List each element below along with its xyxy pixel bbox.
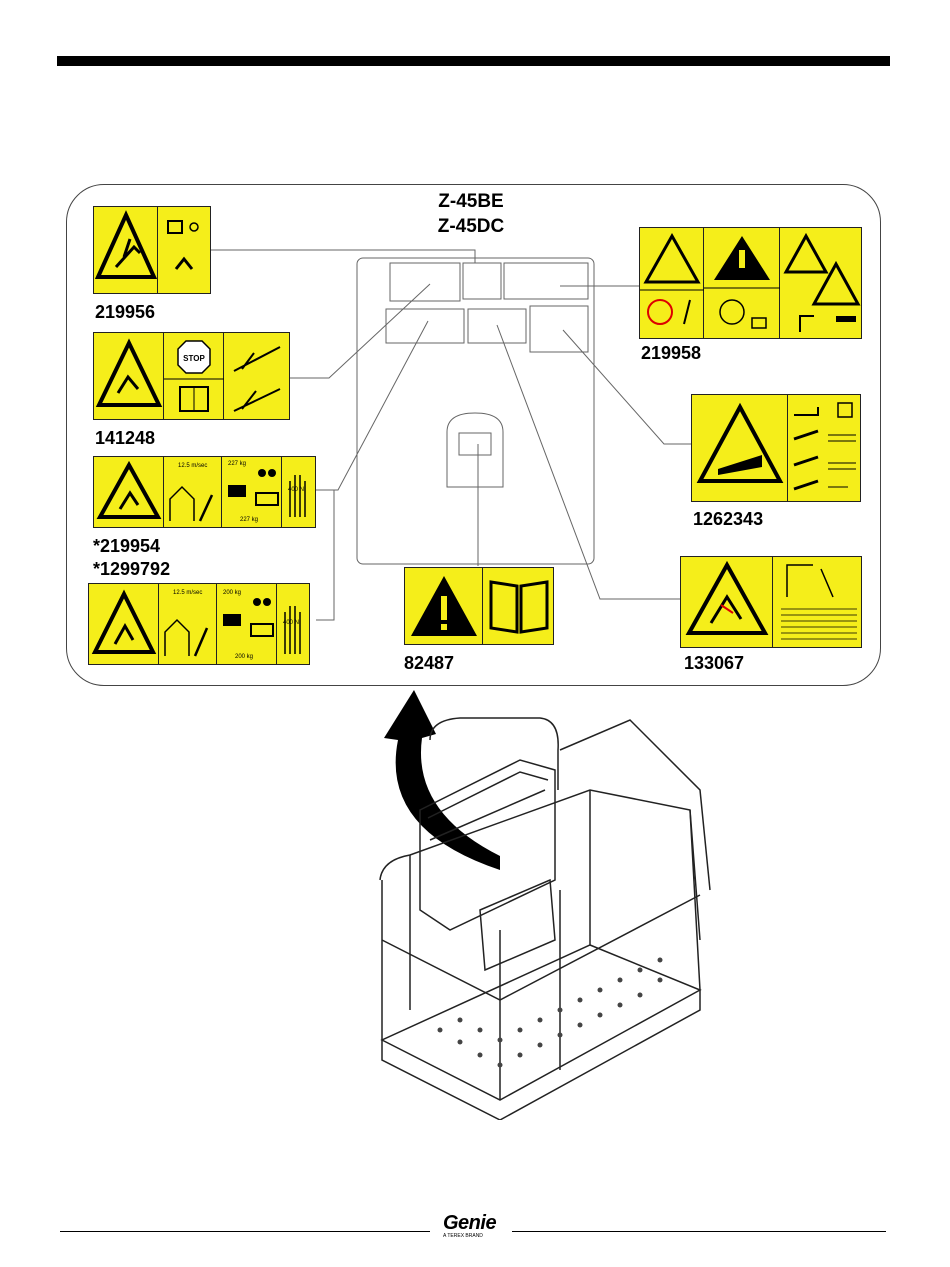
part-number-1262343: 1262343 [693,509,763,530]
wind-speed-label: 12.5 m/sec [178,463,207,469]
part-number-219956: 219956 [95,302,155,323]
warning-triangle-icon [405,568,483,644]
manual-icon [483,568,555,644]
manual-light-icon [158,207,212,293]
load-label-top: 227 kg [228,461,246,467]
decal-82487 [404,567,554,645]
stop-sign-icon: STOP [164,333,224,419]
stop-label: STOP [183,354,205,363]
alert-icon [704,228,780,338]
load-label-top: 200 kg [223,590,241,596]
house-lift-icon [159,584,217,664]
force-label: 400 N [288,487,304,493]
part-number-141248: 141248 [95,428,155,449]
warning-triangle-icon [94,457,164,527]
part-number-219954: *219954 [93,536,160,557]
decal-1262343 [691,394,861,502]
clearance-chart-icon [773,557,863,647]
part-number-219958: 219958 [641,343,701,364]
warning-triangle-icon [692,395,788,501]
decal-219956 [93,206,211,294]
crush-hazard-icon [780,228,861,338]
ramp-procedure-icon [788,395,862,501]
part-number-82487: 82487 [404,653,454,674]
brand-tagline: A TEREX BRAND [443,1233,483,1239]
warning-triangle-icon [89,584,159,664]
part-number-1299792: *1299792 [93,559,170,580]
decal-1299792: 12.5 m/sec 200 kg 200 kg 400 N [88,583,310,665]
decal-133067 [680,556,862,648]
warning-triangle-icon [640,228,704,338]
decal-141248: STOP [93,332,290,420]
platform-illustration [370,680,730,1120]
slope-tip-icon [224,333,289,419]
warning-triangle-icon [681,557,773,647]
footer-rule-right [512,1231,886,1232]
force-label: 400 N [283,620,299,626]
load-label-bottom: 200 kg [235,654,253,660]
genie-logo: Genie [443,1212,496,1235]
footer-rule-left [60,1231,430,1232]
warning-triangle-icon [94,333,164,419]
capacity-icon [217,584,277,664]
wind-speed-label: 12.5 m/sec [173,590,202,596]
load-label-bottom: 227 kg [240,517,258,523]
warning-triangle-icon [94,207,158,293]
part-number-133067: 133067 [684,653,744,674]
decal-219958 [639,227,862,339]
decal-219954: 12.5 m/sec 227 kg 227 kg 400 N [93,456,316,528]
